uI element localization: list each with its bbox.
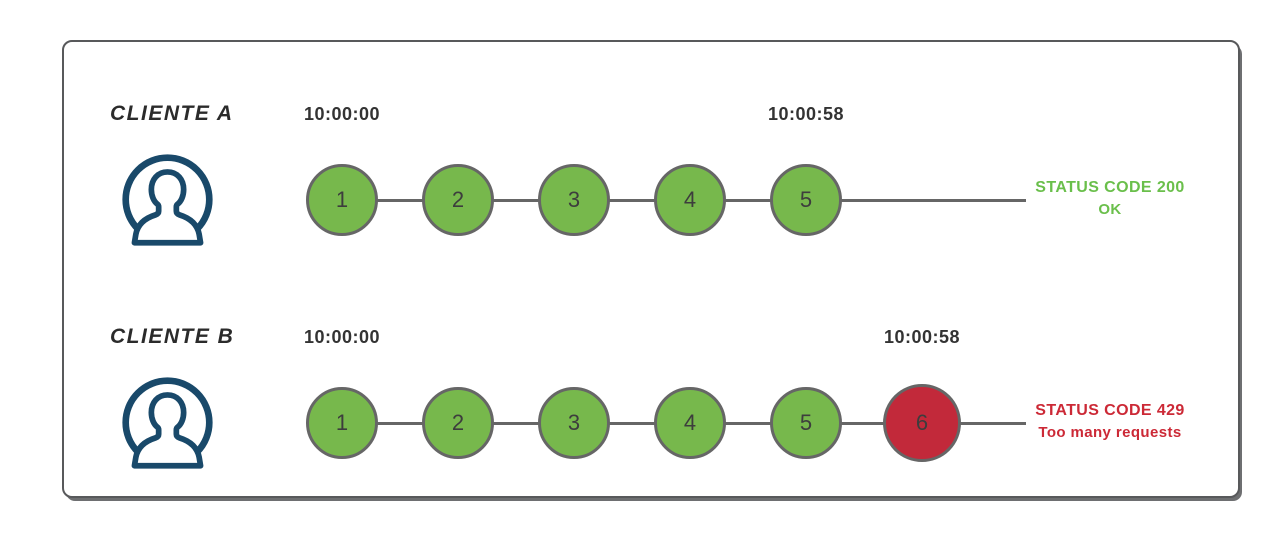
request-circle-4: 4 <box>654 387 726 459</box>
status-text: STATUS CODE 429 Too many requests <box>995 399 1225 444</box>
request-number: 4 <box>683 410 697 435</box>
user-avatar-icon <box>120 375 215 470</box>
request-number: 2 <box>451 187 465 212</box>
client-label: CLIENTE A <box>110 102 234 125</box>
request-number: 5 <box>799 410 813 435</box>
request-number: 2 <box>451 410 465 435</box>
diagram-panel: CLIENTE A 10:00:00 10:00:58 STATUS CODE … <box>62 40 1240 498</box>
request-number: 3 <box>567 187 581 212</box>
start-timestamp: 10:00:00 <box>303 327 381 347</box>
end-timestamp: 10:00:58 <box>883 327 961 347</box>
request-number: 5 <box>799 187 813 212</box>
request-circle-5: 5 <box>770 387 842 459</box>
request-circle-4: 4 <box>654 164 726 236</box>
start-timestamp: 10:00:00 <box>303 104 381 124</box>
status-message-text: OK <box>1098 201 1122 219</box>
user-avatar-icon <box>120 152 215 247</box>
request-number: 3 <box>567 410 581 435</box>
request-circle-2: 2 <box>422 387 494 459</box>
request-circle-1: 1 <box>306 387 378 459</box>
request-circle-2: 2 <box>422 164 494 236</box>
request-number: 4 <box>683 187 697 212</box>
status-code-text: STATUS CODE 429 <box>1035 402 1185 419</box>
request-number: 1 <box>335 187 349 212</box>
end-timestamp: 10:00:58 <box>767 104 845 124</box>
client-row: CLIENTE A 10:00:00 10:00:58 STATUS CODE … <box>64 62 1242 287</box>
status-text: STATUS CODE 200 OK <box>995 176 1225 221</box>
status-code-text: STATUS CODE 200 <box>1035 179 1185 196</box>
request-circle-6: 6 <box>883 384 961 462</box>
status-message-text: Too many requests <box>1038 424 1182 442</box>
request-circle-5: 5 <box>770 164 842 236</box>
request-circle-3: 3 <box>538 387 610 459</box>
request-circle-3: 3 <box>538 164 610 236</box>
request-number: 6 <box>915 410 929 435</box>
client-row: CLIENTE B 10:00:00 10:00:58 STATUS CODE … <box>64 285 1242 510</box>
client-label: CLIENTE B <box>110 325 235 348</box>
request-circle-1: 1 <box>306 164 378 236</box>
request-number: 1 <box>335 410 349 435</box>
